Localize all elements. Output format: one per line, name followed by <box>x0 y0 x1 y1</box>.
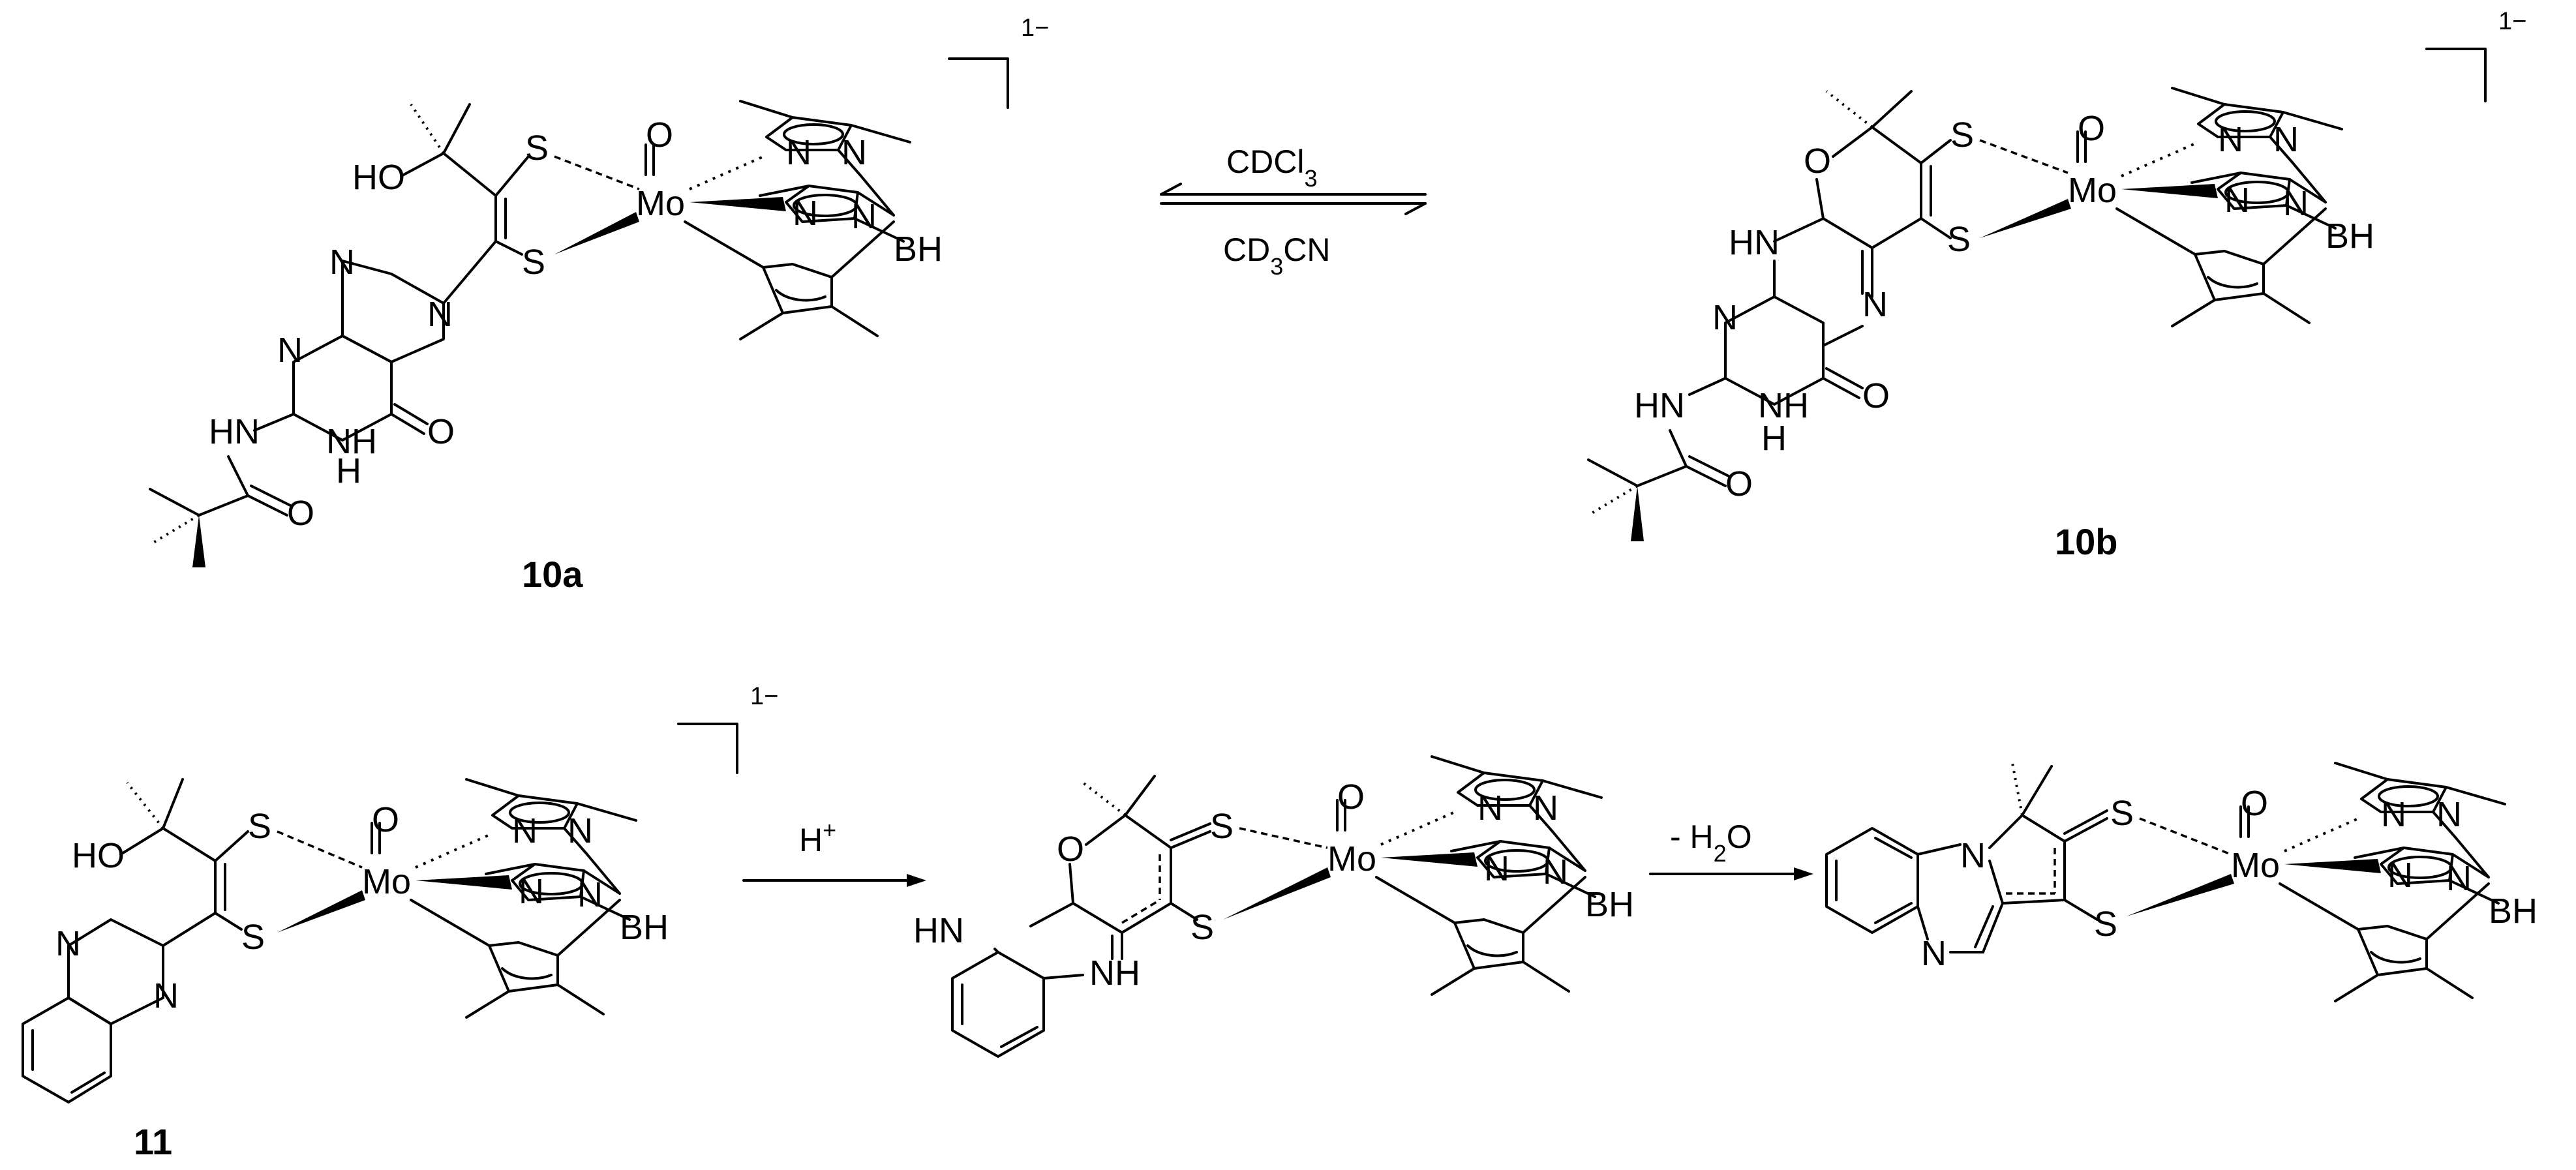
boron-hydride-label: BH <box>620 908 669 947</box>
nitrogen-label: N <box>55 924 81 963</box>
compound-11: 1− HO S S Mo O N N N N BH N N 11 <box>22 683 778 1162</box>
nh-label: HN <box>1729 223 1780 262</box>
carbonyl-oxygen-label: O <box>1725 464 1753 503</box>
charge-10b: 1− <box>2498 8 2526 35</box>
molybdenum-label: Mo <box>2231 846 2280 885</box>
nh-label: HN <box>209 412 260 451</box>
compound-10a: 1− HO S S Mo O N N N N BH N N N NH H O <box>149 14 1049 595</box>
oxo-label: O <box>2078 109 2105 148</box>
condition-cdcl3: CDCl3 <box>1226 143 1317 192</box>
nitrogen-label: N <box>1921 934 1947 973</box>
carbonyl-oxygen-label: O <box>427 412 455 451</box>
charge-11: 1− <box>750 683 778 710</box>
condition-protonation: H+ <box>799 817 836 859</box>
nh-label: HN <box>913 911 964 950</box>
reaction-arrow-2: - H2O <box>1649 818 1813 880</box>
oxo-label: O <box>1337 777 1365 817</box>
compound-10b: 1− O S S Mo O N N N N BH N HN N <box>1587 8 2526 562</box>
ring-oxygen-label: O <box>1804 142 1831 181</box>
boron-hydride-label: BH <box>894 230 943 269</box>
oxo-label: O <box>646 115 673 155</box>
ring-oxygen-label: O <box>1057 830 1084 869</box>
reaction-arrow-1: H+ <box>742 817 926 887</box>
intermediate-compound: O S S Mo O N N N N BH HN NH <box>913 755 1634 1058</box>
boron-hydride-label: BH <box>1585 885 1634 924</box>
nitrogen-label: N <box>427 295 453 334</box>
sulfur-label: S <box>1950 115 1974 155</box>
equilibrium-arrow: CDCl3 CD3CN <box>1160 143 1427 280</box>
nitrogen-label: N <box>2381 795 2406 834</box>
nitrogen-label: N <box>2224 181 2250 220</box>
compound-label-10b: 10b <box>2055 521 2118 562</box>
nitrogen-label: N <box>568 811 593 850</box>
nitrogen-label: N <box>2273 120 2299 159</box>
nitrogen-label: N <box>2218 120 2243 159</box>
nitrogen-label: N <box>2387 856 2413 895</box>
compound-label-10a: 10a <box>522 554 583 595</box>
sulfur-label: S <box>2094 905 2117 944</box>
sulfur-label: S <box>525 128 549 168</box>
sulfur-label: S <box>241 918 265 957</box>
nh-label: NH <box>1089 953 1140 993</box>
sulfur-label: S <box>522 243 545 282</box>
nitrogen-label: N <box>2446 859 2472 898</box>
h-label: H <box>1761 419 1787 458</box>
nitrogen-label: N <box>2283 184 2309 223</box>
hydroxyl-label: HO <box>72 836 125 875</box>
molybdenum-label: Mo <box>636 184 685 223</box>
nitrogen-label: N <box>1862 285 1888 324</box>
nitrogen-label: N <box>1484 849 1509 888</box>
nh-label: NH <box>1758 386 1809 425</box>
boron-hydride-label: BH <box>2489 892 2538 931</box>
nitrogen-label: N <box>786 133 811 172</box>
compound-label-11: 11 <box>134 1121 172 1162</box>
sulfur-label: S <box>1210 807 1234 846</box>
nitrogen-label: N <box>1543 852 1568 892</box>
nitrogen-label: N <box>577 875 603 914</box>
carbonyl-oxygen-label: O <box>287 494 314 533</box>
nitrogen-label: N <box>329 243 355 282</box>
sulfur-label: S <box>1190 908 1214 947</box>
charge-10a: 1− <box>1021 14 1049 42</box>
condition-dehydration: - H2O <box>1670 818 1752 867</box>
carbonyl-oxygen-label: O <box>1862 376 1890 415</box>
nitrogen-label: N <box>277 331 303 370</box>
nitrogen-label: N <box>1533 788 1558 828</box>
oxo-label: O <box>2241 784 2268 823</box>
condition-cd3cn: CD3CN <box>1223 232 1330 280</box>
nitrogen-label: N <box>512 811 538 850</box>
nh-label: NH <box>326 422 377 461</box>
sulfur-label: S <box>1947 220 1971 259</box>
oxo-label: O <box>372 800 399 839</box>
sulfur-label: S <box>2110 794 2134 833</box>
nitrogen-label: N <box>851 197 877 236</box>
product-compound: N N S S Mo O N N N N BH <box>1825 762 2538 1002</box>
molybdenum-label: Mo <box>2068 171 2117 210</box>
nitrogen-label: N <box>519 872 544 911</box>
molybdenum-label: Mo <box>1327 839 1376 878</box>
nitrogen-label: N <box>793 194 818 233</box>
h-label: H <box>336 451 361 490</box>
nitrogen-label: N <box>841 133 867 172</box>
nitrogen-label: N <box>153 976 179 1015</box>
hydroxyl-label: HO <box>352 158 405 197</box>
nh-label: HN <box>1634 386 1685 425</box>
nitrogen-label: N <box>1960 836 1986 875</box>
nitrogen-label: N <box>1712 298 1738 337</box>
nitrogen-label: N <box>1477 788 1503 828</box>
sulfur-label: S <box>248 807 271 846</box>
molybdenum-label: Mo <box>362 862 411 901</box>
boron-hydride-label: BH <box>2326 217 2374 256</box>
nitrogen-label: N <box>2436 795 2462 834</box>
